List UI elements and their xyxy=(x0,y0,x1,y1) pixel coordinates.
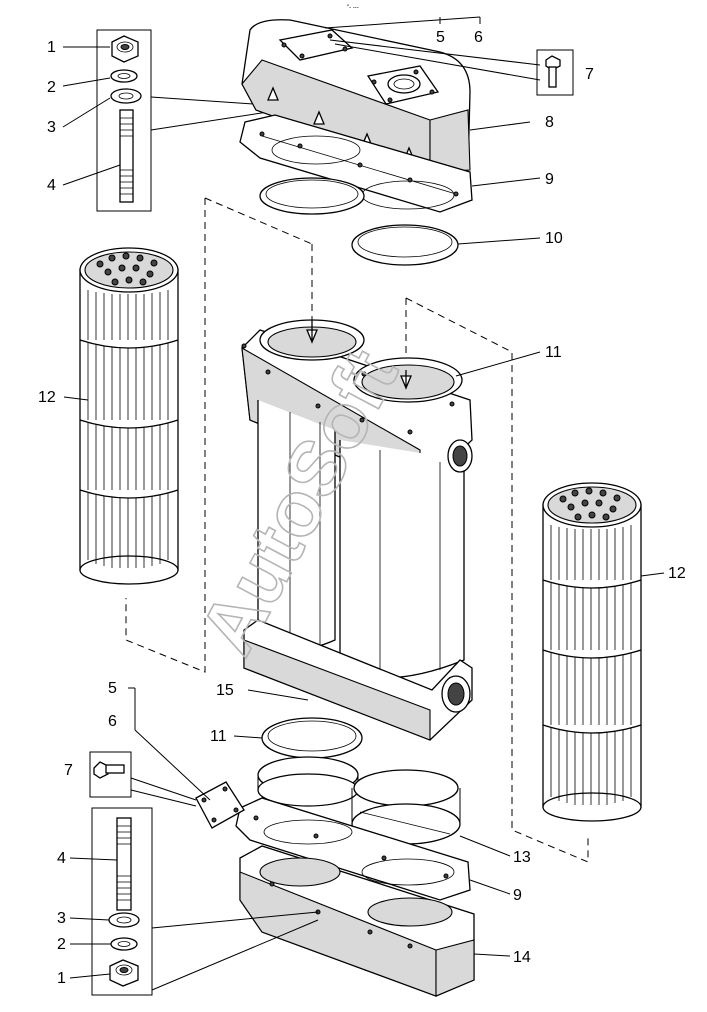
bottom-lock-washer xyxy=(110,937,138,951)
filter-element-left xyxy=(79,247,179,585)
label-top-5: 5 xyxy=(436,29,445,46)
top-nut xyxy=(111,35,139,63)
leader-filter-12-left xyxy=(63,396,89,401)
top-left-leaders xyxy=(62,46,269,186)
top-fastener-group xyxy=(96,29,152,212)
top-stud xyxy=(119,109,134,203)
label-top-4: 4 xyxy=(47,177,56,194)
top-mark: "- --- xyxy=(347,5,359,11)
bottom-washer xyxy=(108,912,140,928)
bottom-cover-plate xyxy=(195,781,245,829)
leader-ring-11-right xyxy=(455,351,541,377)
leader-filter-12-right xyxy=(640,572,665,577)
leader-ring-10 xyxy=(457,237,541,245)
top-washer xyxy=(110,88,142,104)
label-ring-13: 13 xyxy=(513,849,531,866)
label-top-1: 1 xyxy=(47,39,56,56)
bottom-left-leaders xyxy=(69,857,319,991)
filter-element-right xyxy=(542,482,642,822)
label-ring-11-right: 11 xyxy=(545,344,562,361)
leader-gasket-9-top xyxy=(471,177,541,187)
top-lock-washer xyxy=(110,69,138,83)
label-top-3: 3 xyxy=(47,119,56,136)
top-fastener-frame xyxy=(96,29,152,212)
lower-ring-11 xyxy=(261,717,363,759)
label-filter-12-left: 12 xyxy=(38,389,56,406)
leader-ring-13 xyxy=(459,835,511,857)
label-base-14: 14 xyxy=(513,949,531,966)
filter-housing xyxy=(241,319,473,741)
top-left-ring xyxy=(259,177,365,215)
label-top-6: 6 xyxy=(474,29,483,46)
label-top-2: 2 xyxy=(47,79,56,96)
label-bottom-2: 2 xyxy=(57,936,66,953)
base-housing xyxy=(239,845,475,997)
leader-ring-11-lower xyxy=(233,735,263,739)
top-gasket xyxy=(239,114,473,213)
bottom-fastener-frame xyxy=(91,807,153,996)
label-filter-12-right: 12 xyxy=(668,565,686,582)
label-bottom-4: 4 xyxy=(57,850,66,867)
lower-ring-left xyxy=(257,756,359,807)
label-bottom-6: 6 xyxy=(108,713,117,730)
filter-right-holes xyxy=(559,487,621,521)
filter-left-holes xyxy=(96,252,158,286)
dashed-guides xyxy=(125,197,589,863)
label-bottom-5: 5 xyxy=(108,680,117,697)
label-gasket-9-top: 9 xyxy=(545,171,554,188)
top-right-leaders xyxy=(324,16,541,131)
leader-base-14 xyxy=(473,953,511,957)
label-housing-15: 15 xyxy=(216,682,234,699)
top-bolt-group xyxy=(536,49,574,96)
label-ring-10: 10 xyxy=(545,230,563,247)
label-bottom-7: 7 xyxy=(64,762,73,779)
bottom-stud xyxy=(116,817,132,911)
leader-housing-15 xyxy=(247,689,309,701)
bottom-nut xyxy=(109,959,139,987)
label-bottom-1: 1 xyxy=(57,970,66,987)
label-gasket-9-bottom: 9 xyxy=(513,887,522,904)
label-bottom-3: 3 xyxy=(57,910,66,927)
bottom-fastener-group xyxy=(91,807,153,996)
label-top-7: 7 xyxy=(585,66,594,83)
bottom-gasket xyxy=(235,797,471,901)
label-cover-8: 8 xyxy=(545,114,554,131)
label-ring-11-lower: 11 xyxy=(210,728,227,745)
bottom-cover-leaders xyxy=(128,687,211,801)
leader-gasket-9-bottom xyxy=(469,879,511,895)
bottom-bolt-group xyxy=(89,751,197,807)
ring-10 xyxy=(351,224,459,266)
